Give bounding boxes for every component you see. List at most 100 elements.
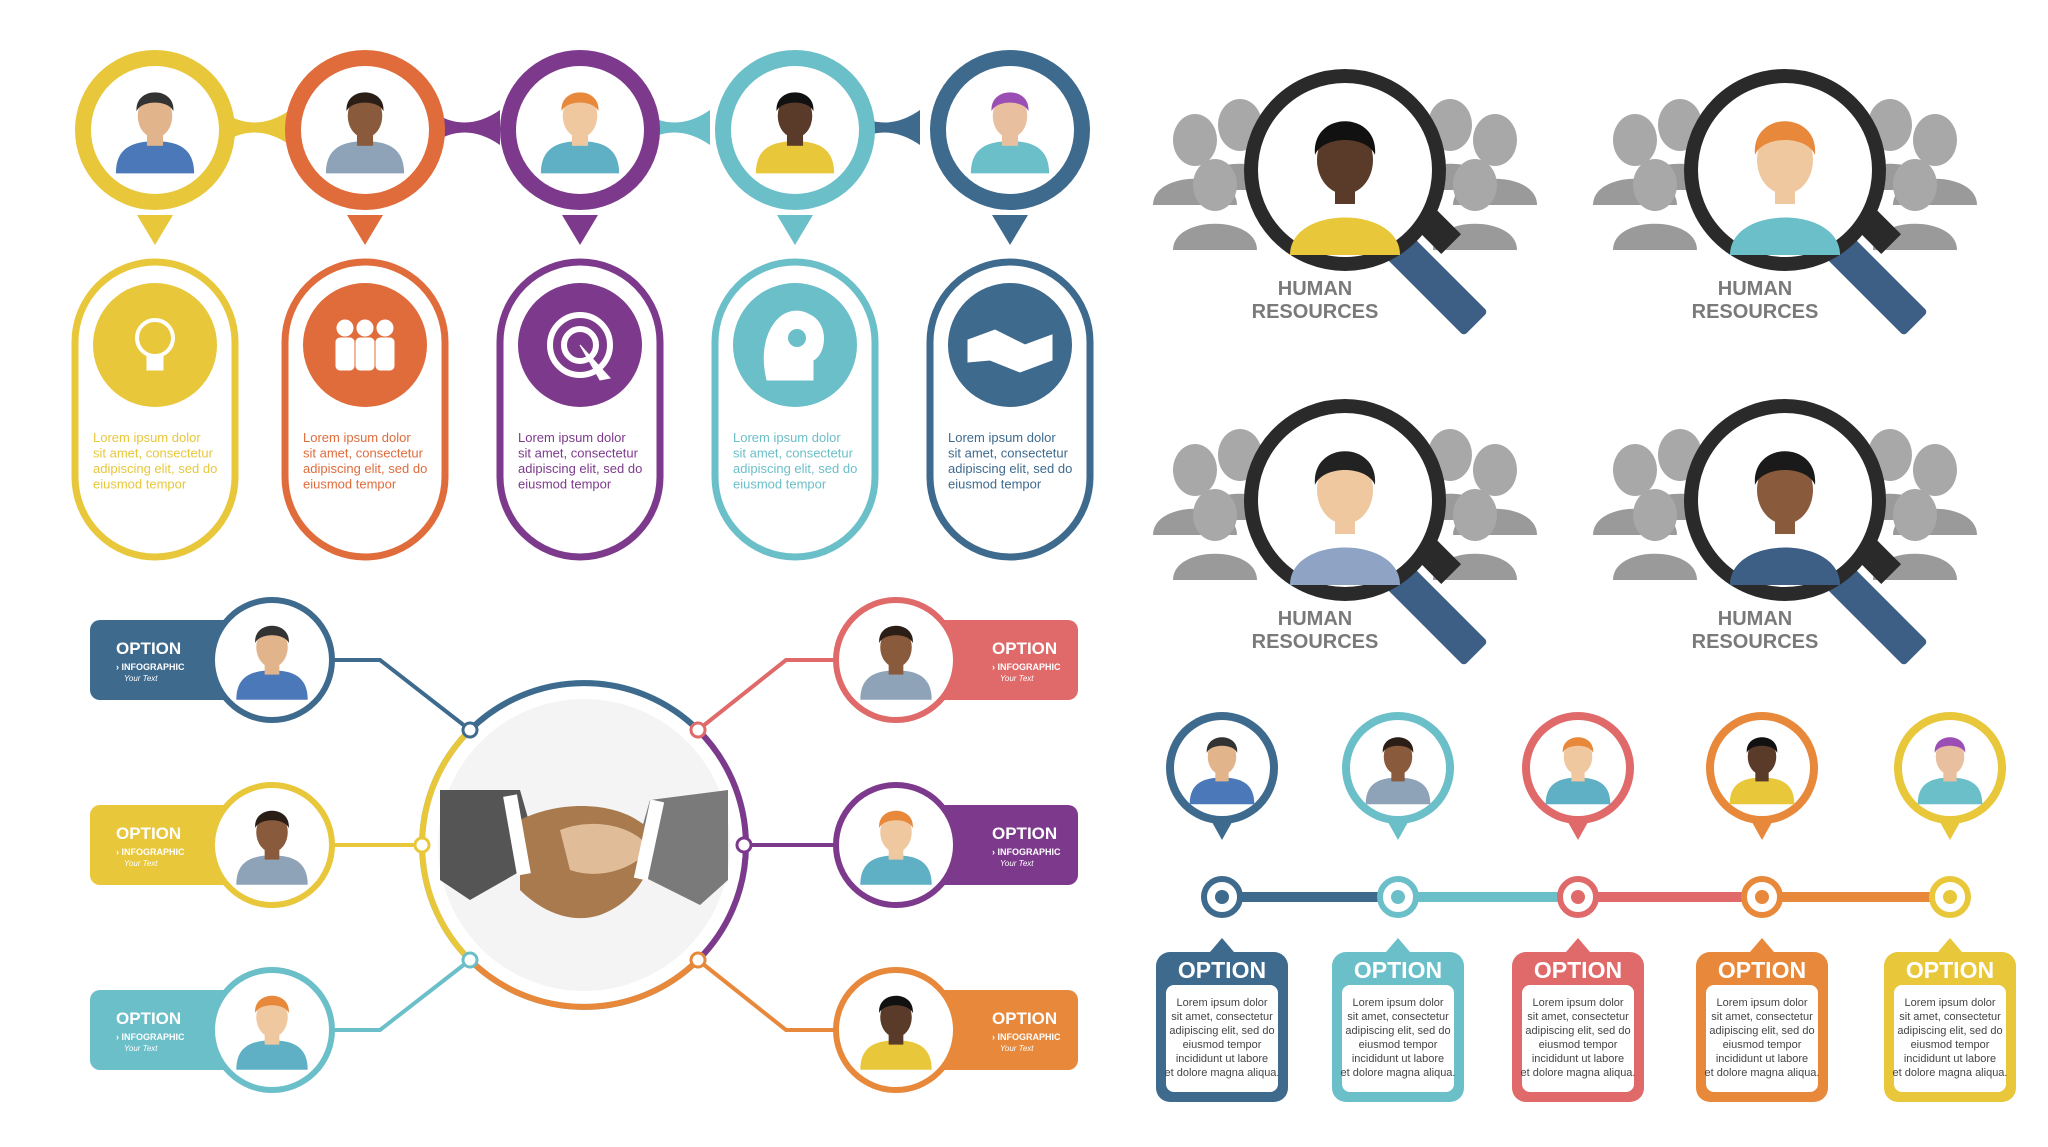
option-title: OPTION	[116, 824, 181, 843]
timeline-text-line: sit amet, consectetur	[1171, 1011, 1273, 1023]
timeline-text-line: adipiscing elit, sed do	[1709, 1025, 1814, 1037]
card-text-line: sit amet, consectetur	[93, 446, 214, 461]
connector-1-2	[220, 110, 290, 145]
card-text-line: Lorem ipsum dolor	[948, 430, 1056, 445]
timeline-text-line: incididunt ut labore	[1532, 1053, 1624, 1065]
card-text-line: Lorem ipsum dolor	[733, 430, 841, 445]
timeline-segment	[1578, 892, 1762, 902]
timeline-segment	[1398, 892, 1578, 902]
option-small-text: Your Text	[124, 859, 158, 868]
avatar-pin-4	[715, 50, 875, 245]
avatar-pin-3	[500, 50, 660, 245]
option-avatar	[236, 625, 308, 700]
card-text-line: sit amet, consectetur	[733, 446, 854, 461]
timeline-text-line: et dolore magna aliqua.	[1705, 1067, 1820, 1079]
highlighted-person-icon	[1290, 451, 1400, 585]
timeline-text-line: eiusmod tempor	[1539, 1039, 1618, 1051]
avatar-5	[970, 92, 1050, 174]
timeline-text-line: sit amet, consectetur	[1527, 1011, 1629, 1023]
timeline-avatar	[1365, 737, 1431, 805]
card-text-line: Lorem ipsum dolor	[518, 430, 626, 445]
option-avatar	[860, 995, 932, 1070]
card-text-line: adipiscing elit, sed do	[303, 461, 427, 476]
timeline-text-line: et dolore magna aliqua.	[1341, 1067, 1456, 1079]
connector-2-3	[430, 110, 500, 145]
crowd-person-icon	[1173, 489, 1257, 580]
timeline-option-title: OPTION	[1718, 957, 1806, 983]
option-title: OPTION	[116, 1009, 181, 1028]
timeline-text-line: eiusmod tempor	[1911, 1039, 1990, 1051]
card-text-line: adipiscing elit, sed do	[948, 461, 1072, 476]
option-small-text: Your Text	[124, 674, 158, 683]
card-text-line: eiusmod tempor	[93, 477, 187, 492]
hr-label-line1: HUMAN	[1278, 278, 1352, 300]
link-left-1	[330, 658, 472, 732]
lightbulb-icon	[93, 283, 217, 407]
timeline-text-line: Lorem ipsum dolor	[1176, 997, 1267, 1009]
top-avatar-pins	[75, 50, 1090, 245]
option-avatar	[236, 810, 308, 885]
link-right-1	[696, 658, 836, 732]
timeline-option-title: OPTION	[1178, 957, 1266, 983]
option-small-text: Your Text	[1000, 674, 1034, 683]
timeline-option-title: OPTION	[1534, 957, 1622, 983]
card-text-line: Lorem ipsum dolor	[303, 430, 411, 445]
avatar-pin-5	[930, 50, 1090, 245]
handshake-icon	[440, 790, 728, 919]
card-text-line: adipiscing elit, sed do	[93, 461, 217, 476]
top-left-infographic	[220, 110, 920, 145]
crowd-person-icon	[1433, 159, 1517, 250]
card-text-line: eiusmod tempor	[948, 477, 1042, 492]
option-subtitle: › INFOGRAPHIC	[116, 662, 185, 672]
timeline-text-line: Lorem ipsum dolor	[1352, 997, 1443, 1009]
avatar-4	[755, 92, 835, 174]
hub-ring-segment-bottom	[467, 957, 701, 1010]
hub-ring-segment-top	[467, 680, 701, 733]
card-text-line: sit amet, consectetur	[518, 446, 639, 461]
timeline-text-line: eiusmod tempor	[1723, 1039, 1802, 1051]
timeline-item-1: OPTION Lorem ipsum dolor sit amet, consect…	[1156, 712, 1288, 1102]
timeline-text-line: sit amet, consectetur	[1711, 1011, 1813, 1023]
option-subtitle: › INFOGRAPHIC	[992, 847, 1061, 857]
card-text-line: Lorem ipsum dolor	[93, 430, 201, 445]
timeline-text-line: incididunt ut labore	[1176, 1053, 1268, 1065]
timeline-avatar	[1729, 737, 1795, 805]
option-left-1: OPTION › INFOGRAPHIC Your Text	[90, 597, 335, 723]
timeline-text-line: et dolore magna aliqua.	[1165, 1067, 1280, 1079]
hr-label-line2: RESOURCES	[1692, 301, 1819, 323]
option-avatar	[860, 810, 932, 885]
timeline-text-line: sit amet, consectetur	[1347, 1011, 1449, 1023]
timeline-avatar	[1917, 737, 1983, 805]
avatar-3	[540, 92, 620, 174]
option-subtitle: › INFOGRAPHIC	[116, 1032, 185, 1042]
hr-label-line2: RESOURCES	[1692, 631, 1819, 653]
timeline-text-line: incididunt ut labore	[1716, 1053, 1808, 1065]
link-left-3	[330, 958, 472, 1032]
crowd-person-icon	[1613, 159, 1697, 250]
hr-label-line1: HUMAN	[1278, 608, 1352, 630]
avatar-2	[325, 92, 405, 174]
option-small-text: Your Text	[1000, 859, 1034, 868]
card-text-line: adipiscing elit, sed do	[518, 461, 642, 476]
card-text-line: eiusmod tempor	[733, 477, 827, 492]
crowd-person-icon	[1613, 489, 1697, 580]
option-title: OPTION	[116, 639, 181, 658]
timeline-text-line: eiusmod tempor	[1359, 1039, 1438, 1051]
timeline-text-line: sit amet, consectetur	[1899, 1011, 2001, 1023]
timeline-text-line: adipiscing elit, sed do	[1169, 1025, 1274, 1037]
hr-label-line1: HUMAN	[1718, 608, 1792, 630]
highlighted-person-icon	[1730, 121, 1840, 255]
connector-3-4	[640, 110, 710, 145]
hr-label-line2: RESOURCES	[1252, 631, 1379, 653]
avatar-pin-2	[285, 50, 445, 245]
